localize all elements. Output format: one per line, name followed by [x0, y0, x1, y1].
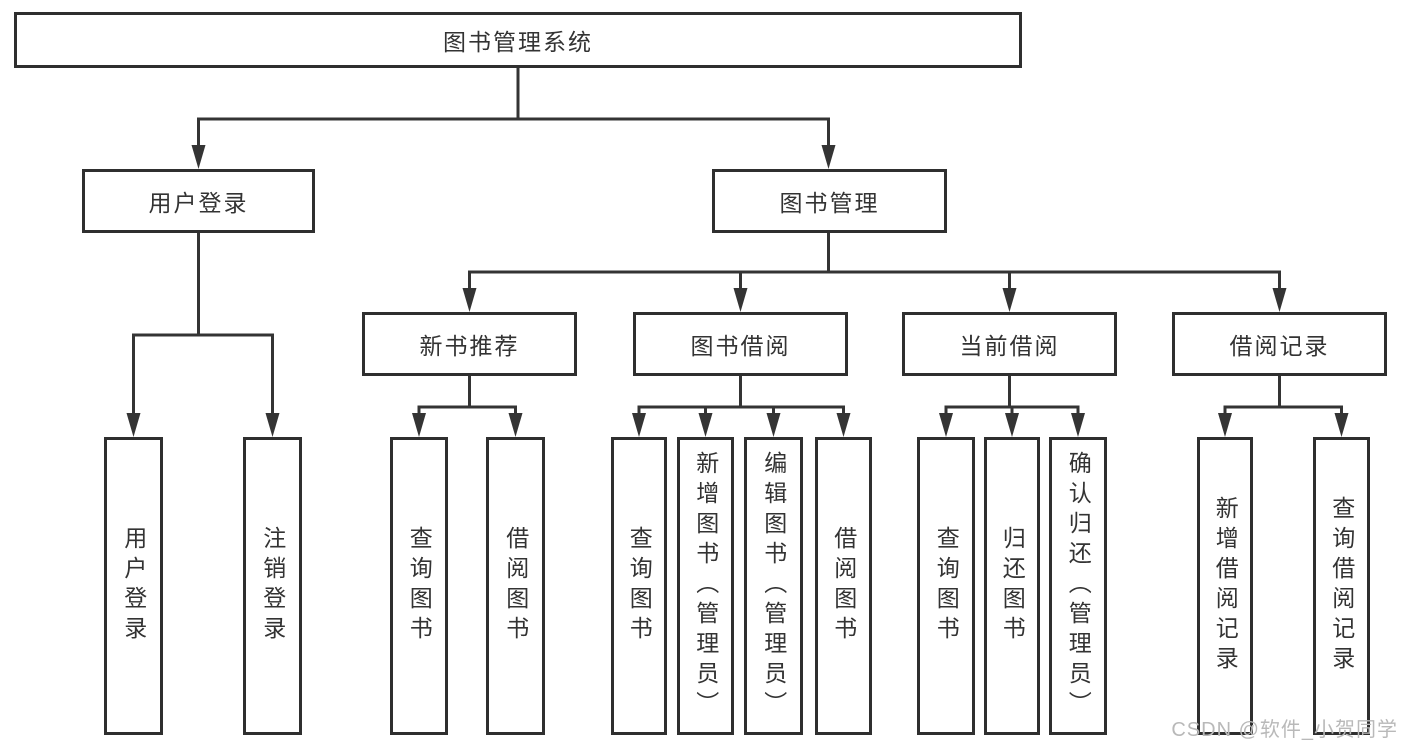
arrowhead-icon — [733, 288, 748, 312]
arrowhead-icon — [821, 145, 836, 169]
leaf-query-borrow-record: 查询借阅记录 — [1313, 437, 1370, 735]
arrowhead-icon — [1005, 413, 1019, 437]
arrowhead-icon — [939, 413, 953, 437]
node-new-book-recommend-label: 新书推荐 — [419, 333, 520, 359]
arrowhead-icon — [265, 413, 280, 437]
node-book-management: 图书管理 — [712, 169, 947, 233]
leaf-query-borrow-record-label: 查询借阅记录 — [1328, 496, 1355, 676]
leaf-user-login: 用户登录 — [104, 437, 163, 735]
leaf-add-borrow-record: 新增借阅记录 — [1197, 437, 1253, 735]
arrowhead-icon — [698, 413, 713, 437]
leaf-borrow-books: 借阅图书 — [815, 437, 872, 735]
leaf-add-books-admin: 新增图书（管理员） — [677, 437, 734, 735]
leaf-logout: 注销登录 — [243, 437, 302, 735]
leaf-user-login-label: 用户登录 — [120, 526, 147, 646]
arrowhead-icon — [1272, 288, 1287, 312]
node-borrow-records: 借阅记录 — [1172, 312, 1387, 376]
leaf-borrow-query-books-label: 查询图书 — [626, 526, 653, 646]
arrowhead-icon — [1218, 413, 1232, 437]
arrowhead-icon — [508, 413, 523, 437]
leaf-current-query-books: 查询图书 — [917, 437, 975, 735]
arrowhead-icon — [1071, 413, 1085, 437]
csdn-watermark: CSDN @软件_小贺同学 — [1171, 719, 1398, 741]
node-current-borrow-label: 当前借阅 — [959, 333, 1060, 359]
leaf-borrow-books-label: 借阅图书 — [830, 526, 857, 646]
leaf-borrow-query-books: 查询图书 — [611, 437, 667, 735]
arrowhead-icon — [836, 413, 851, 437]
leaf-return-books-label: 归还图书 — [999, 526, 1026, 646]
leaf-edit-books-admin-label: 编辑图书（管理员） — [760, 451, 787, 721]
leaf-confirm-return-admin-label: 确认归还（管理员） — [1065, 451, 1092, 721]
arrowhead-icon — [191, 145, 206, 169]
leaf-add-borrow-record-label: 新增借阅记录 — [1212, 496, 1239, 676]
leaf-current-query-books-label: 查询图书 — [933, 526, 960, 646]
leaf-edit-books-admin: 编辑图书（管理员） — [744, 437, 803, 735]
node-user-login: 用户登录 — [82, 169, 315, 233]
node-current-borrow: 当前借阅 — [902, 312, 1117, 376]
arrowhead-icon — [126, 413, 141, 437]
leaf-confirm-return-admin: 确认归还（管理员） — [1049, 437, 1107, 735]
node-borrow-records-label: 借阅记录 — [1229, 333, 1330, 359]
node-user-login-label: 用户登录 — [148, 190, 249, 216]
leaf-logout-label: 注销登录 — [259, 526, 286, 646]
arrowhead-icon — [462, 288, 477, 312]
leaf-recommend-query-books-label: 查询图书 — [406, 526, 433, 646]
leaf-return-books: 归还图书 — [984, 437, 1040, 735]
leaf-recommend-borrow-books: 借阅图书 — [486, 437, 545, 735]
node-book-borrow-label: 图书借阅 — [690, 333, 791, 359]
leaf-add-books-admin-label: 新增图书（管理员） — [692, 451, 719, 721]
arrowhead-icon — [412, 413, 426, 437]
leaf-recommend-query-books: 查询图书 — [390, 437, 448, 735]
leaf-recommend-borrow-books-label: 借阅图书 — [502, 526, 529, 646]
arrowhead-icon — [1002, 288, 1017, 312]
arrowhead-icon — [1334, 413, 1349, 437]
arrowhead-icon — [766, 413, 781, 437]
node-root-label: 图书管理系统 — [443, 29, 593, 55]
node-book-borrow: 图书借阅 — [633, 312, 848, 376]
node-new-book-recommend: 新书推荐 — [362, 312, 577, 376]
arrowhead-icon — [632, 413, 646, 437]
node-root: 图书管理系统 — [14, 12, 1022, 68]
node-book-management-label: 图书管理 — [779, 190, 880, 216]
